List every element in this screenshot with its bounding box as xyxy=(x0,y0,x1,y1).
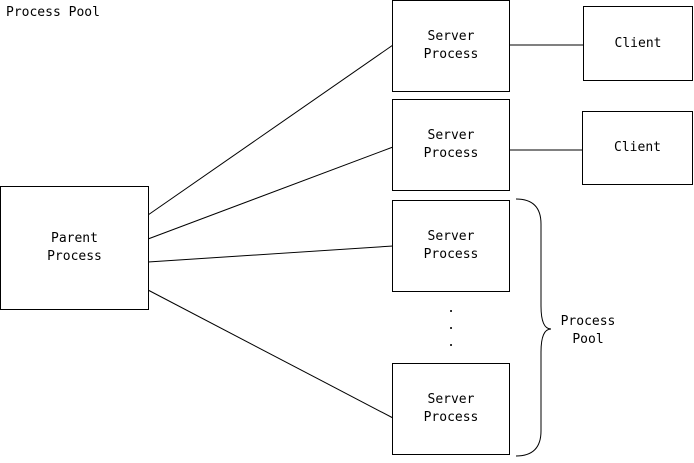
server-process-box-1: Server Process xyxy=(392,0,510,92)
server-process-box-3: Server Process xyxy=(392,200,510,292)
process-pool-label: Process Pool xyxy=(560,314,616,347)
edge-parent-server-2 xyxy=(147,146,394,240)
diagram-title: Process Pool xyxy=(6,5,100,20)
process-pool-brace xyxy=(515,198,552,457)
server-process-label: Server Process xyxy=(423,128,479,161)
server-process-box-4: Server Process xyxy=(392,363,510,455)
client-box-2: Client xyxy=(582,111,693,185)
server-process-box-2: Server Process xyxy=(392,99,510,191)
edge-parent-server-4 xyxy=(147,289,394,419)
ellipsis-dots: . . . xyxy=(447,301,455,350)
parent-process-label: Parent Process xyxy=(47,231,102,264)
client-box-1: Client xyxy=(583,6,693,81)
client-label: Client xyxy=(614,140,661,155)
server-process-label: Server Process xyxy=(423,29,479,62)
server-process-label: Server Process xyxy=(423,392,479,425)
client-label: Client xyxy=(614,35,662,51)
edge-parent-server-1 xyxy=(147,44,394,216)
server-process-label: Server Process xyxy=(423,229,479,262)
parent-process-box: Parent Process xyxy=(0,186,149,310)
edge-parent-server-3 xyxy=(147,245,394,263)
